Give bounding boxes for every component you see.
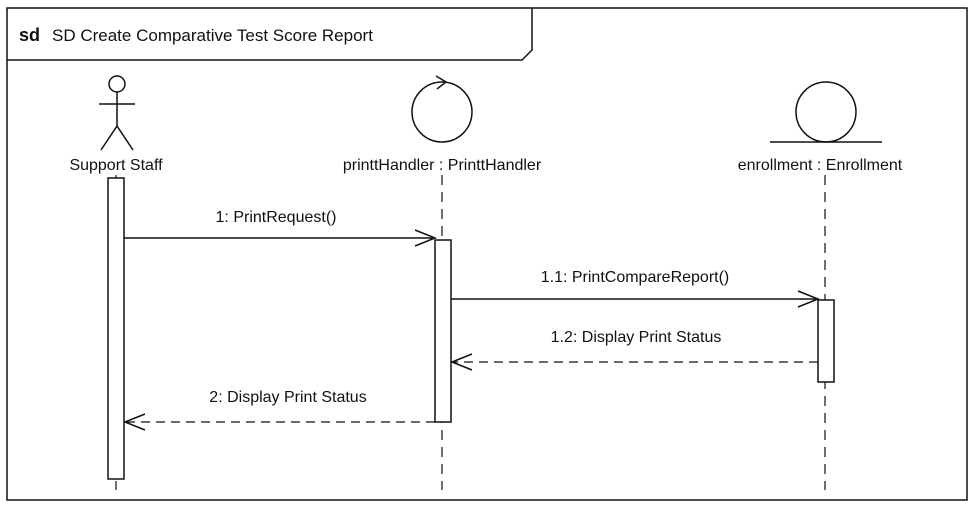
activation-bar	[434, 239, 452, 423]
lifeline-label: enrollment : Enrollment	[738, 157, 903, 174]
lifeline-enrollment: enrollment : Enrollment	[738, 81, 903, 490]
lifeline-printt-handler: printtHandler : PrinttHandler	[343, 75, 542, 490]
message-label: 2: Display Print Status	[209, 389, 366, 406]
frame-name-tab	[7, 8, 533, 61]
actor-icon	[99, 75, 135, 151]
arrow-head	[797, 290, 821, 308]
lifeline-label: printtHandler : PrinttHandler	[343, 157, 542, 174]
activation-bar	[107, 177, 125, 480]
arrow-head	[449, 353, 473, 371]
message-label: 1.2: Display Print Status	[551, 329, 722, 346]
frame-title: SD Create Comparative Test Score Report	[52, 26, 373, 45]
message-print-request: 1: PrintRequest()	[124, 209, 438, 247]
entity-icon	[770, 81, 882, 143]
lifeline-label: Support Staff	[69, 157, 163, 174]
arrow-head	[122, 413, 146, 431]
message-label: 1.1: PrintCompareReport()	[541, 269, 730, 286]
control-icon	[411, 75, 473, 143]
frame-keyword: sd	[19, 25, 40, 45]
arrow-head	[414, 229, 438, 247]
activation-bar	[817, 299, 835, 383]
message-display-print-status: 2: Display Print Status	[122, 389, 435, 431]
frame-border	[6, 7, 968, 501]
message-display-print-status-reply: 1.2: Display Print Status	[449, 329, 818, 371]
message-print-compare-report: 1.1: PrintCompareReport()	[451, 269, 821, 308]
lifeline-support-staff: Support Staff	[69, 75, 163, 490]
message-label: 1: PrintRequest()	[216, 209, 337, 226]
